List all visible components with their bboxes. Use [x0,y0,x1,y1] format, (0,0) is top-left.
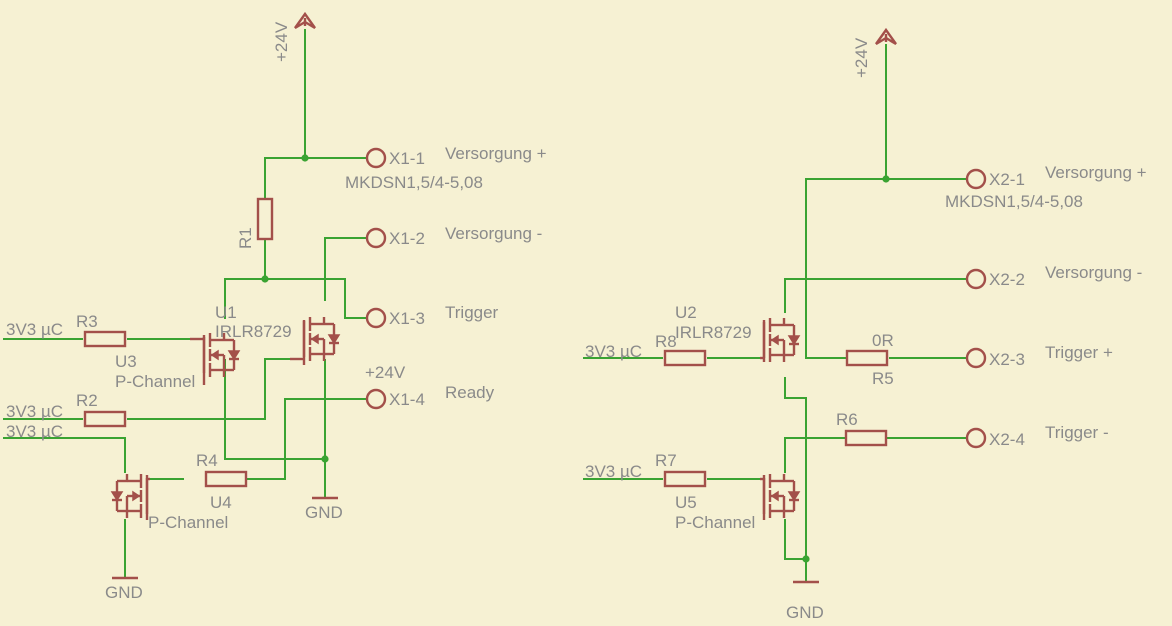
u5-name: U5 [675,493,697,512]
u5-value: P-Channel [675,513,755,532]
r7-label: R7 [655,451,677,470]
u2-value: IRLR8729 [675,323,752,342]
pin-x2-3 [965,347,987,369]
r5-label: R5 [872,369,894,388]
pin-x2-2-name: X2-2 [989,270,1025,289]
supply-symbol-left [293,12,317,30]
pin-x2-1-name: X2-1 [989,170,1025,189]
mosfet-u4 [110,472,149,520]
pin-x1-4 [365,388,387,410]
pin-x2-3-signal: Trigger + [1045,343,1113,362]
resistor-r6 [844,429,888,447]
input-label-u4: 3V3 µC [6,422,63,441]
ground-label-mid: GND [305,503,343,522]
r2-label: R2 [76,391,98,410]
supply-symbol-right [874,28,898,46]
resistor-r1 [256,197,274,241]
supply-label-mid: +24V [365,363,406,382]
u2-name: U2 [675,303,697,322]
r5-value: 0R [872,331,894,350]
u4-name: U4 [210,493,232,512]
pin-x1-2 [365,227,387,249]
r3-label: R3 [76,312,98,331]
resistor-r7 [663,470,707,488]
pin-x1-1 [365,147,387,169]
u1-name: U1 [215,303,237,322]
pin-x1-4-signal: Ready [445,383,495,402]
pin-x2-2-signal: Versorgung - [1045,263,1142,282]
resistor-r2 [83,410,127,428]
pin-x1-3-name: X1-3 [389,309,425,328]
r4-label: R4 [196,451,218,470]
input-label-r7: 3V3 µC [585,462,642,481]
mosfet-u1 [302,315,341,363]
pin-x1-2-name: X1-2 [389,229,425,248]
u4-value: P-Channel [148,513,228,532]
input-label-r3: 3V3 µC [6,320,63,339]
pin-x2-2 [965,268,987,290]
u3-value: P-Channel [115,372,195,391]
resistor-r5 [845,349,889,367]
pin-x1-1-signal: Versorgung + [445,144,547,163]
resistor-r8 [663,349,707,367]
pin-x2-4 [965,427,987,449]
r8-label: R8 [655,332,677,351]
pin-x1-3 [365,307,387,329]
pin-x1-2-signal: Versorgung - [445,224,542,243]
u1-value: IRLR8729 [215,322,292,341]
pin-x2-1 [965,168,987,190]
supply-label-left: +24V [272,21,291,62]
r1-label: R1 [236,227,255,249]
pin-x1-1-name: X1-1 [389,149,425,168]
input-label-r8: 3V3 µC [585,342,642,361]
u3-name: U3 [115,352,137,371]
pin-x2-4-name: X2-4 [989,430,1025,449]
r6-label: R6 [836,410,858,429]
pin-x1-4-name: X1-4 [389,390,425,409]
right-circuit-wires [583,44,967,583]
supply-label-right: +24V [852,37,871,78]
resistor-r3 [83,330,127,348]
ground-label-right: GND [786,603,824,622]
connector-type-2: MKDSN1,5/4-5,08 [945,192,1083,211]
connector-type-1: MKDSN1,5/4-5,08 [345,173,483,192]
left-circuit-wires [3,29,367,579]
pin-x1-3-signal: Trigger [445,303,499,322]
pin-x2-3-name: X2-3 [989,350,1025,369]
pin-x2-4-signal: Trigger - [1045,423,1109,442]
mosfet-u2 [762,316,801,364]
mosfet-u5 [762,472,801,520]
pin-x2-1-signal: Versorgung + [1045,163,1147,182]
ground-label-left: GND [105,583,143,602]
input-label-r2: 3V3 µC [6,402,63,421]
resistor-r4 [204,470,248,488]
